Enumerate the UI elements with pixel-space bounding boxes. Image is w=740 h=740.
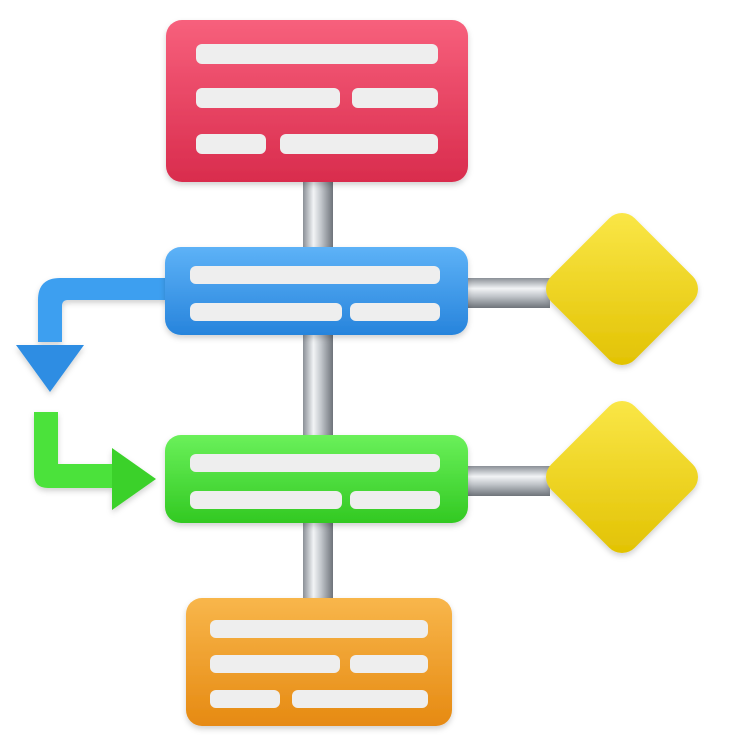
text-line (196, 88, 340, 108)
text-line (350, 655, 428, 673)
text-line (210, 655, 340, 673)
text-line (350, 303, 440, 321)
arrow-out (16, 278, 170, 392)
arrow-in (34, 412, 156, 510)
pipe-1-2 (303, 178, 333, 254)
text-line (190, 303, 342, 321)
text-line (280, 134, 438, 154)
text-line (210, 690, 280, 708)
text-line (196, 134, 266, 154)
pipe-3-4 (303, 522, 333, 602)
text-line (190, 266, 440, 284)
pipe-2-decision-1 (464, 278, 550, 308)
process-node-1 (166, 20, 468, 182)
process-node-3 (165, 435, 468, 523)
process-node-4 (186, 598, 452, 726)
text-line (352, 88, 438, 108)
text-line (210, 620, 428, 638)
process-node-2 (165, 247, 468, 335)
pipe-2-3 (303, 334, 333, 440)
text-line (350, 491, 440, 509)
decision-node-2 (546, 401, 698, 553)
text-line (190, 491, 342, 509)
text-line (196, 44, 438, 64)
text-line (292, 690, 428, 708)
decision-node-1 (546, 213, 698, 365)
pipe-3-decision-2 (464, 466, 550, 496)
connectors (303, 178, 550, 602)
text-line (190, 454, 440, 472)
